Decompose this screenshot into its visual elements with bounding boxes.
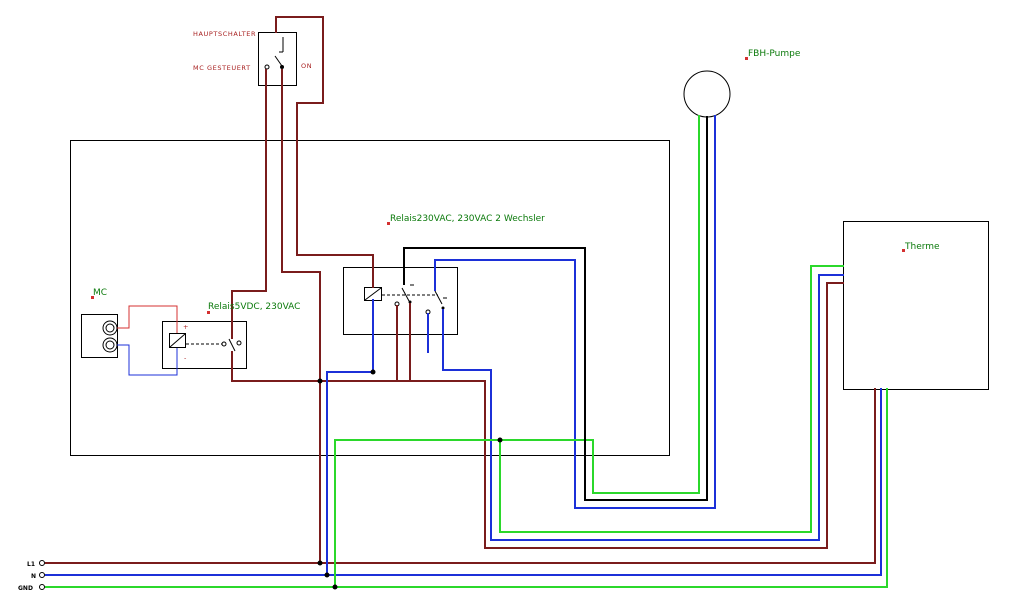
hauptschalter-box: [258, 32, 297, 86]
label-hauptschalter: HAUPTSCHALTER: [193, 30, 256, 38]
label-mc: MC: [93, 288, 107, 298]
relais-230vac-blade-1: [401, 287, 410, 302]
therme-box: [843, 221, 989, 390]
label-coil-plus: +: [183, 323, 189, 331]
anchor-marker: [207, 311, 210, 314]
wire-phase-to-therme: [231, 282, 844, 549]
terminal-gnd: [39, 584, 45, 590]
label-mc-gesteuert: MC GESTEUERT: [193, 64, 251, 72]
terminal-label-n: N: [31, 573, 36, 580]
junction-dot: [497, 437, 503, 443]
fbh-pumpe-symbol: [683, 70, 731, 118]
bus-n: [45, 388, 882, 576]
wire-ground-to-pumpe: [334, 115, 700, 588]
wire-neutral-to-therme: [442, 274, 844, 541]
relais-230vac-blade-2: [434, 290, 443, 305]
switch-terminal-pivot: [280, 65, 284, 69]
junction-dot: [317, 560, 323, 566]
terminal-l1: [39, 560, 45, 566]
wire-ground-to-therme: [499, 265, 844, 533]
terminal-n: [39, 572, 45, 578]
wire-mc-signal-minus: [117, 344, 178, 376]
label-therme: Therme: [904, 242, 940, 252]
junction-dot: [370, 369, 376, 375]
wires-switched: [403, 116, 708, 501]
wires-mc-signal: [117, 305, 178, 376]
relais-5vdc-terminal-nc: [221, 341, 227, 347]
wire-switched-phase-to-pumpe: [403, 116, 708, 501]
relais-5vdc-terminal-no: [236, 340, 242, 346]
wires-phase: [45, 16, 876, 564]
anchor-marker: [91, 296, 94, 299]
bus-l1: [45, 388, 876, 564]
wire-mc-signal-plus: [117, 305, 178, 333]
relais-230vac-terminal-2b: [441, 306, 445, 310]
label-on: ON: [301, 62, 312, 70]
wire-hauptschalter-to-l1: [281, 69, 321, 564]
relais-5vdc-coil-slash: [169, 333, 186, 348]
relais-230vac-terminal-1b: [408, 300, 412, 304]
mc-output-minus-inner: [105, 340, 115, 350]
wire-neutral-to-pumpe: [434, 115, 716, 509]
labels: HAUPTSCHALTER MC GESTEUERT ON FBH-Pumpe …: [93, 30, 940, 362]
wires-ground: [45, 115, 888, 588]
anchor-marker: [745, 57, 748, 60]
mc-module: [81, 314, 118, 358]
junction-dot: [324, 572, 330, 578]
relais-230vac-coil-slash: [364, 287, 382, 301]
label-markers: [91, 57, 905, 314]
relais-5vdc-box: [162, 321, 247, 369]
controller-enclosure: [70, 140, 670, 456]
label-coil-minus: -: [184, 354, 187, 362]
wires-neutral: [45, 115, 882, 576]
anchor-marker: [387, 222, 390, 225]
switch-blade: [274, 55, 283, 67]
junction-dot: [317, 378, 323, 384]
switch-terminal-open: [264, 64, 270, 70]
relais-5vdc-blade: [228, 338, 236, 352]
bus-gnd: [45, 388, 888, 588]
supply-terminals: L1 N GND: [18, 560, 45, 592]
terminal-label-l1: L1: [27, 561, 35, 568]
relais-230vac: [343, 267, 458, 335]
junction-dot: [332, 584, 338, 590]
label-relais-230vac: Relais230VAC, 230VAC 2 Wechsler: [390, 214, 545, 224]
wire-hauptschalter-feed: [275, 16, 374, 288]
junctions: [317, 369, 503, 590]
hauptschalter: [258, 32, 297, 86]
label-fbh-pumpe: FBH-Pumpe: [748, 49, 801, 59]
mc-output-minus-outer: [102, 337, 118, 353]
wire-hauptschalter-mc-branch: [231, 69, 267, 339]
wire-neutral-relais-coil: [326, 299, 374, 576]
relais-230vac-box: [343, 267, 458, 335]
anchor-marker: [902, 249, 905, 252]
terminal-label-gnd: GND: [18, 585, 33, 592]
mc-output-plus-inner: [105, 323, 115, 333]
mc-output-plus-outer: [102, 320, 118, 336]
relais-5vdc: [162, 321, 247, 369]
relais-5vdc-coil: [169, 333, 186, 348]
mc-module-box: [81, 314, 118, 358]
label-relais-5vdc: Relais5VDC, 230VAC: [208, 302, 300, 312]
